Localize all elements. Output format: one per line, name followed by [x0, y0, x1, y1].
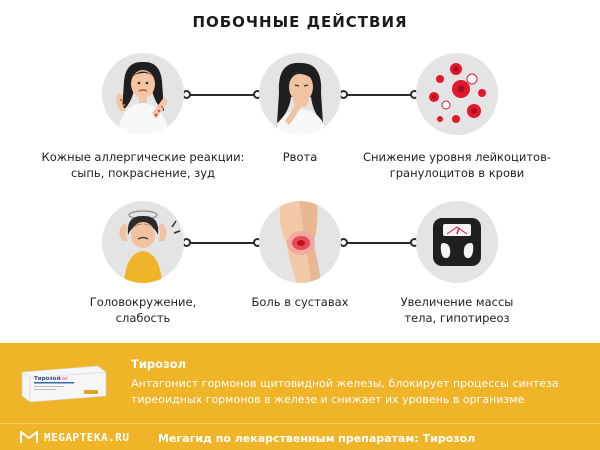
knee-joint-icon	[259, 201, 341, 283]
drug-info-panel: Тирозол 5 мг Тирозол Антагонист гормонов…	[0, 343, 600, 423]
connector-line	[343, 242, 415, 244]
package-brand-label: Тирозол	[34, 376, 60, 382]
megapteka-logo[interactable]: MEGAPTEKA.RU	[20, 430, 129, 444]
effect-caption: Боль в суставах	[251, 295, 349, 309]
megapteka-logo-icon	[20, 431, 38, 443]
connector-line	[186, 94, 258, 96]
effect-caption: Кожные аллергические реакции:сыпь, покра…	[41, 150, 245, 180]
blood-cells-icon	[416, 53, 498, 135]
drug-name: Тирозол	[131, 357, 187, 371]
effect-caption: Рвота	[282, 150, 318, 164]
package-dose-label: 5 мг	[58, 376, 69, 382]
page-title: ПОБОЧНЫЕ ДЕЙСТВИЯ	[192, 13, 408, 31]
connector-line	[343, 94, 415, 96]
vomiting-icon	[259, 53, 341, 135]
scale-icon	[416, 201, 498, 283]
connector-line	[186, 242, 258, 244]
skin-allergy-icon	[102, 53, 184, 135]
effect-caption: Снижение уровня лейкоцитов-гранулоцитов …	[362, 150, 552, 180]
effect-caption: Головокружение,слабость	[89, 295, 197, 325]
logo-text: MEGAPTEKA.RU	[44, 430, 130, 444]
drug-description: Антагонист гормонов щитовидной железы, б…	[131, 377, 559, 406]
footer-link[interactable]: Мегагид по лекарственным препаратам: Тир…	[158, 432, 476, 445]
drug-package-image: Тирозол 5 мг	[20, 364, 108, 403]
footer-bar: MEGAPTEKA.RU Мегагид по лекарственным пр…	[0, 423, 600, 450]
dizziness-icon	[102, 201, 184, 283]
